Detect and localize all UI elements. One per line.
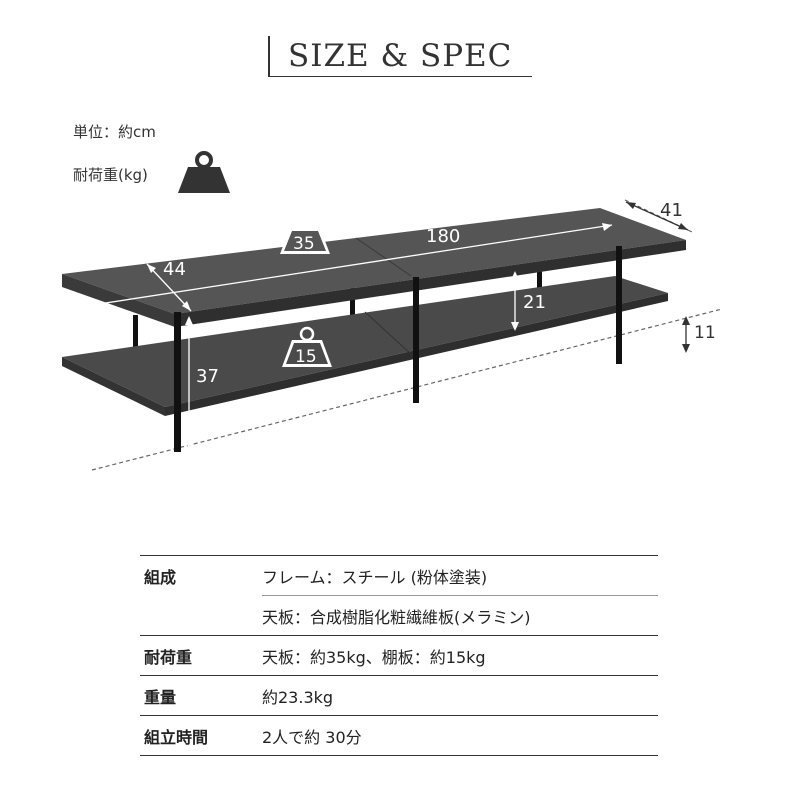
depth-arrowhead-bottom: [678, 223, 688, 230]
shelf-load-weight-icon: [282, 326, 332, 367]
back-leg-left: [133, 315, 138, 351]
tv-stand-diagram: 180 44 41 37 21 11 35 15: [62, 199, 723, 471]
spec-row: 組立時間 2人で約 30分: [140, 715, 658, 756]
width-arrowhead-right: [602, 223, 612, 231]
front-leg-mid: [413, 277, 419, 403]
unit-label: 単位：約cm: [73, 123, 156, 141]
clearance-label: 11: [694, 323, 716, 343]
depth-label: 41: [660, 200, 683, 221]
spec-value: 天板：約35kg、棚板：約15kg: [262, 635, 658, 676]
back-leg-right: [537, 262, 542, 290]
depth-arrow: [625, 201, 689, 231]
top-load-weight-icon: [280, 214, 330, 254]
depth-shelf-label: 44: [163, 259, 186, 280]
depth-shelf-arrowhead-top: [147, 264, 156, 273]
height-arrowhead-top: [185, 316, 193, 325]
top-board-seam: [355, 237, 412, 277]
spec-value: フレーム：スチール (粉体塗装): [262, 555, 658, 596]
lower-shelf-seam: [364, 311, 413, 356]
spec-row: 組成 フレーム：スチール (粉体塗装): [140, 555, 658, 596]
width-label: 180: [426, 226, 460, 247]
spec-row: 重量 約23.3kg: [140, 675, 658, 716]
weight-icon: [178, 151, 230, 193]
top-board-side: [175, 240, 686, 327]
width-arrowhead-left: [86, 300, 96, 308]
shelf-gap-arrowhead-top: [511, 271, 519, 280]
spec-value: 約23.3kg: [262, 675, 658, 716]
title-frame: SIZE & SPEC: [268, 36, 532, 77]
shelf-gap-arrowhead-bottom: [511, 322, 519, 331]
height-arrowhead-bottom: [185, 440, 193, 449]
depth-shelf-arrowhead-bottom: [182, 301, 191, 311]
height-label: 37: [196, 366, 219, 387]
depth-shelf-arrow: [146, 263, 192, 312]
lower-shelf-front: [62, 357, 165, 416]
spec-key: 組立時間: [140, 715, 262, 756]
spec-table: 組成 フレーム：スチール (粉体塗装) 天板：合成樹脂化粧繊維板(メラミン) 耐…: [140, 555, 658, 756]
spec-value: 天板：合成樹脂化粧繊維板(メラミン): [262, 595, 658, 636]
spec-row: 天板：合成樹脂化粧繊維板(メラミン): [140, 595, 658, 636]
back-leg-mid: [350, 288, 355, 316]
shelf-gap-label: 21: [523, 292, 546, 313]
capacity-label: 耐荷重(kg): [73, 166, 148, 184]
spec-key: 重量: [140, 675, 262, 716]
page-title: SIZE & SPEC: [288, 38, 513, 74]
depth-arrowhead-top: [626, 202, 636, 209]
clearance-arrowhead-bottom: [682, 344, 690, 353]
spec-key-empty: [140, 596, 262, 636]
shelf-load-label: 15: [295, 347, 317, 367]
clearance-arrowhead-top: [682, 316, 690, 325]
front-leg-right: [616, 246, 622, 364]
spec-row: 耐荷重 天板：約35kg、棚板：約15kg: [140, 635, 658, 676]
spec-value: 2人で約 30分: [262, 715, 658, 756]
lower-shelf-top: [62, 276, 668, 407]
top-load-label: 35: [293, 234, 315, 254]
spec-key: 組成: [140, 555, 262, 596]
spec-key: 耐荷重: [140, 635, 262, 676]
front-leg-left: [174, 312, 181, 452]
